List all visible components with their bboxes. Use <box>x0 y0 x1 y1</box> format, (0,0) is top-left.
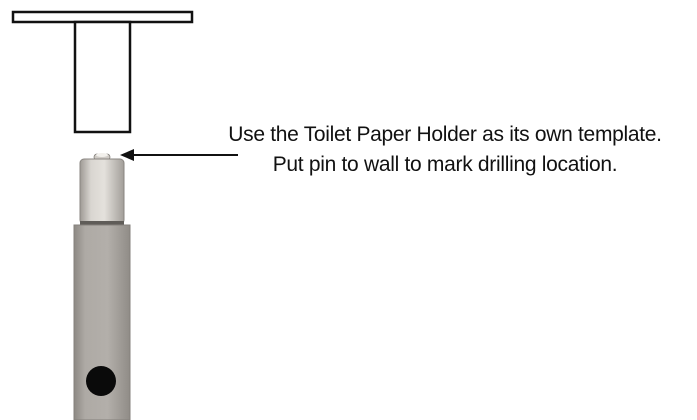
drill-hole-icon <box>86 366 116 396</box>
outline-flange <box>13 12 192 22</box>
holder-cap <box>80 159 124 224</box>
toilet-paper-holder-icon <box>74 153 130 420</box>
outline-stem <box>75 22 130 132</box>
callout-text-line-2: Put pin to wall to mark drilling locatio… <box>205 154 685 175</box>
t-shaped-outline-icon <box>13 12 192 132</box>
callout-text-line-1: Use the Toilet Paper Holder as its own t… <box>205 124 685 145</box>
